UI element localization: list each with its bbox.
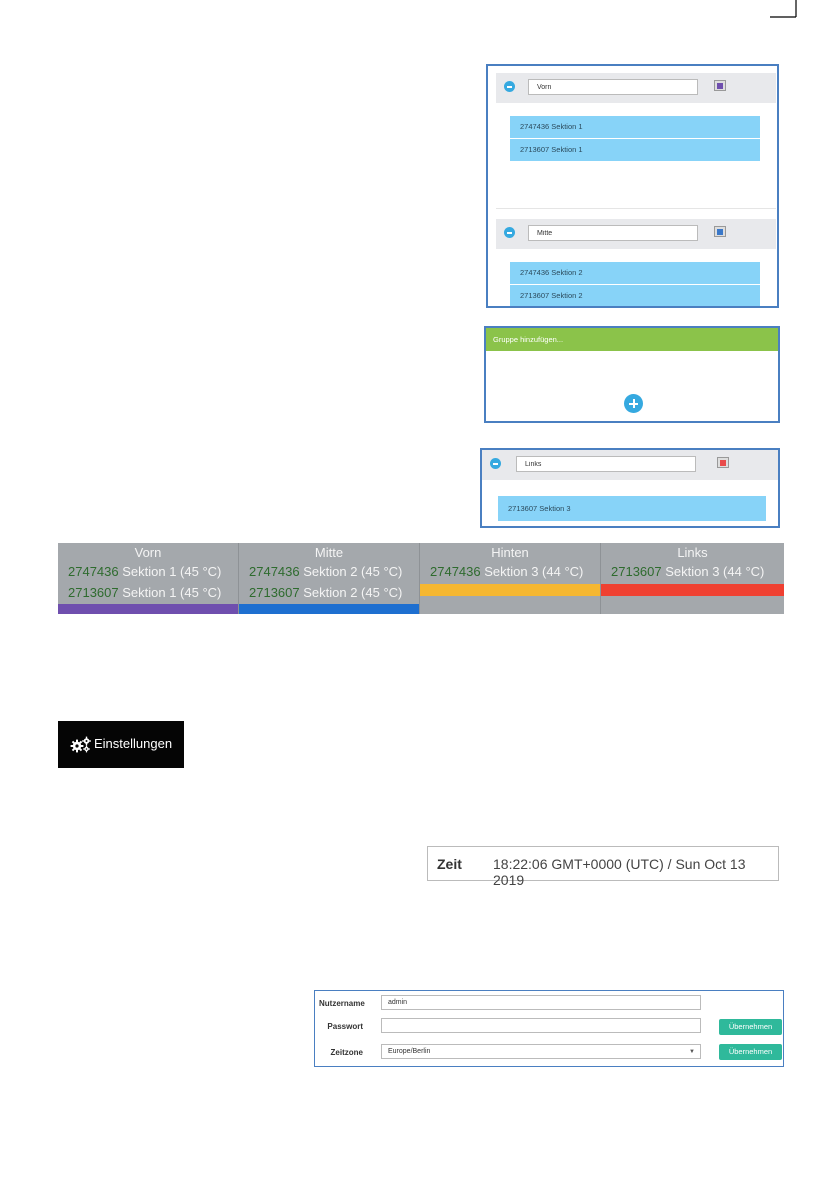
overview-sensor-row: 2747436 Sektion 3 (44 °C) bbox=[430, 564, 605, 579]
group-header-mitte bbox=[496, 219, 776, 249]
time-display: Zeit 18:22:06 GMT+0000 (UTC) / Sun Oct 1… bbox=[427, 846, 779, 888]
overview-column-title: Vorn bbox=[134, 545, 162, 560]
apply-password-button[interactable]: Übernehmen bbox=[719, 1019, 782, 1035]
sensor-id: 2747436 bbox=[249, 564, 300, 579]
sensor-reading: Sektion 2 (45 °C) bbox=[299, 564, 403, 579]
sensor-reading: Sektion 2 (45 °C) bbox=[299, 585, 403, 600]
group-editor-panel: 2747436 Sektion 1 2713607 Sektion 1 2747… bbox=[486, 64, 779, 308]
timezone-select[interactable]: Europe/Berlin ▼ bbox=[381, 1044, 701, 1059]
overview-column-title: Hinten bbox=[491, 545, 529, 560]
overview-column-vorn[interactable]: Vorn 2747436 Sektion 1 (45 °C) 2713607 S… bbox=[58, 543, 239, 614]
remove-group-icon[interactable] bbox=[504, 81, 515, 92]
overview-column-title: Mitte bbox=[314, 545, 344, 560]
account-settings-form: Nutzername admin Passwort Übernehmen Zei… bbox=[314, 990, 784, 1067]
add-group-plus-icon[interactable] bbox=[624, 394, 643, 413]
list-item[interactable]: 2747436 Sektion 2 bbox=[510, 262, 760, 284]
color-swatch-red bbox=[720, 459, 726, 466]
settings-label: Einstellungen bbox=[94, 736, 173, 751]
group-panel-links: 2713607 Sektion 3 bbox=[480, 448, 780, 528]
timezone-label: Zeitzone bbox=[330, 1048, 363, 1057]
group-color-bar bbox=[239, 604, 419, 614]
group-color-picker[interactable] bbox=[714, 226, 726, 237]
settings-button[interactable]: Einstellungen bbox=[58, 721, 184, 768]
sensor-id: 2713607 bbox=[611, 564, 662, 579]
overview-sensor-row: 2747436 Sektion 2 (45 °C) bbox=[249, 564, 424, 579]
corner-crop-mark bbox=[770, 0, 797, 18]
overview-sensor-row: 2713607 Sektion 3 (44 °C) bbox=[611, 564, 786, 579]
overview-sensor-row: 2747436 Sektion 1 (45 °C) bbox=[68, 564, 243, 579]
timezone-value: Europe/Berlin bbox=[388, 1048, 431, 1055]
time-label: Zeit bbox=[437, 856, 462, 872]
sensor-reading: Sektion 1 (45 °C) bbox=[118, 564, 222, 579]
apply-timezone-button[interactable]: Übernehmen bbox=[719, 1044, 782, 1060]
username-field[interactable]: admin bbox=[381, 995, 701, 1010]
add-group-panel: Gruppe hinzufügen... bbox=[484, 326, 780, 423]
sensor-id: 2713607 bbox=[68, 585, 119, 600]
overview-column-mitte[interactable]: Mitte 2747436 Sektion 2 (45 °C) 2713607 … bbox=[239, 543, 420, 614]
gears-icon bbox=[70, 736, 91, 753]
password-field[interactable] bbox=[381, 1018, 701, 1033]
sensor-id: 2747436 bbox=[430, 564, 481, 579]
add-group-header: Gruppe hinzufügen... bbox=[486, 328, 778, 351]
list-item[interactable]: 2713607 Sektion 2 bbox=[510, 285, 760, 306]
group-name-input[interactable] bbox=[528, 225, 698, 241]
sensor-id: 2713607 bbox=[249, 585, 300, 600]
remove-group-icon[interactable] bbox=[490, 458, 501, 469]
username-label: Nutzername bbox=[319, 999, 365, 1008]
list-item[interactable]: 2713607 Sektion 1 bbox=[510, 139, 760, 161]
group-color-picker[interactable] bbox=[714, 80, 726, 91]
overview-sensor-row: 2713607 Sektion 2 (45 °C) bbox=[249, 585, 424, 600]
overview-sensor-row: 2713607 Sektion 1 (45 °C) bbox=[68, 585, 243, 600]
password-label: Passwort bbox=[327, 1022, 363, 1031]
group-color-bar bbox=[420, 584, 600, 596]
group-header-links bbox=[482, 450, 778, 480]
remove-group-icon[interactable] bbox=[504, 227, 515, 238]
sensor-id: 2747436 bbox=[68, 564, 119, 579]
overview-column-hinten[interactable]: Hinten 2747436 Sektion 3 (44 °C) bbox=[420, 543, 601, 614]
group-name-input[interactable] bbox=[516, 456, 696, 472]
color-swatch-purple bbox=[717, 82, 723, 89]
group-overview-bar: Vorn 2747436 Sektion 1 (45 °C) 2713607 S… bbox=[58, 543, 784, 614]
group-color-bar bbox=[601, 584, 784, 596]
group-color-bar bbox=[58, 604, 238, 614]
group-color-picker[interactable] bbox=[717, 457, 729, 468]
overview-column-links[interactable]: Links 2713607 Sektion 3 (44 °C) bbox=[601, 543, 784, 614]
divider bbox=[496, 208, 776, 209]
group-header-vorn bbox=[496, 73, 776, 103]
group-name-input[interactable] bbox=[528, 79, 698, 95]
time-value: 18:22:06 GMT+0000 (UTC) / Sun Oct 13 201… bbox=[493, 856, 746, 888]
caret-down-icon: ▼ bbox=[689, 1049, 695, 1055]
sensor-reading: Sektion 3 (44 °C) bbox=[661, 564, 765, 579]
sensor-reading: Sektion 1 (45 °C) bbox=[118, 585, 222, 600]
list-item[interactable]: 2713607 Sektion 3 bbox=[498, 496, 766, 521]
list-item[interactable]: 2747436 Sektion 1 bbox=[510, 116, 760, 138]
overview-column-title: Links bbox=[677, 545, 708, 560]
sensor-reading: Sektion 3 (44 °C) bbox=[480, 564, 584, 579]
color-swatch-blue bbox=[717, 228, 723, 235]
